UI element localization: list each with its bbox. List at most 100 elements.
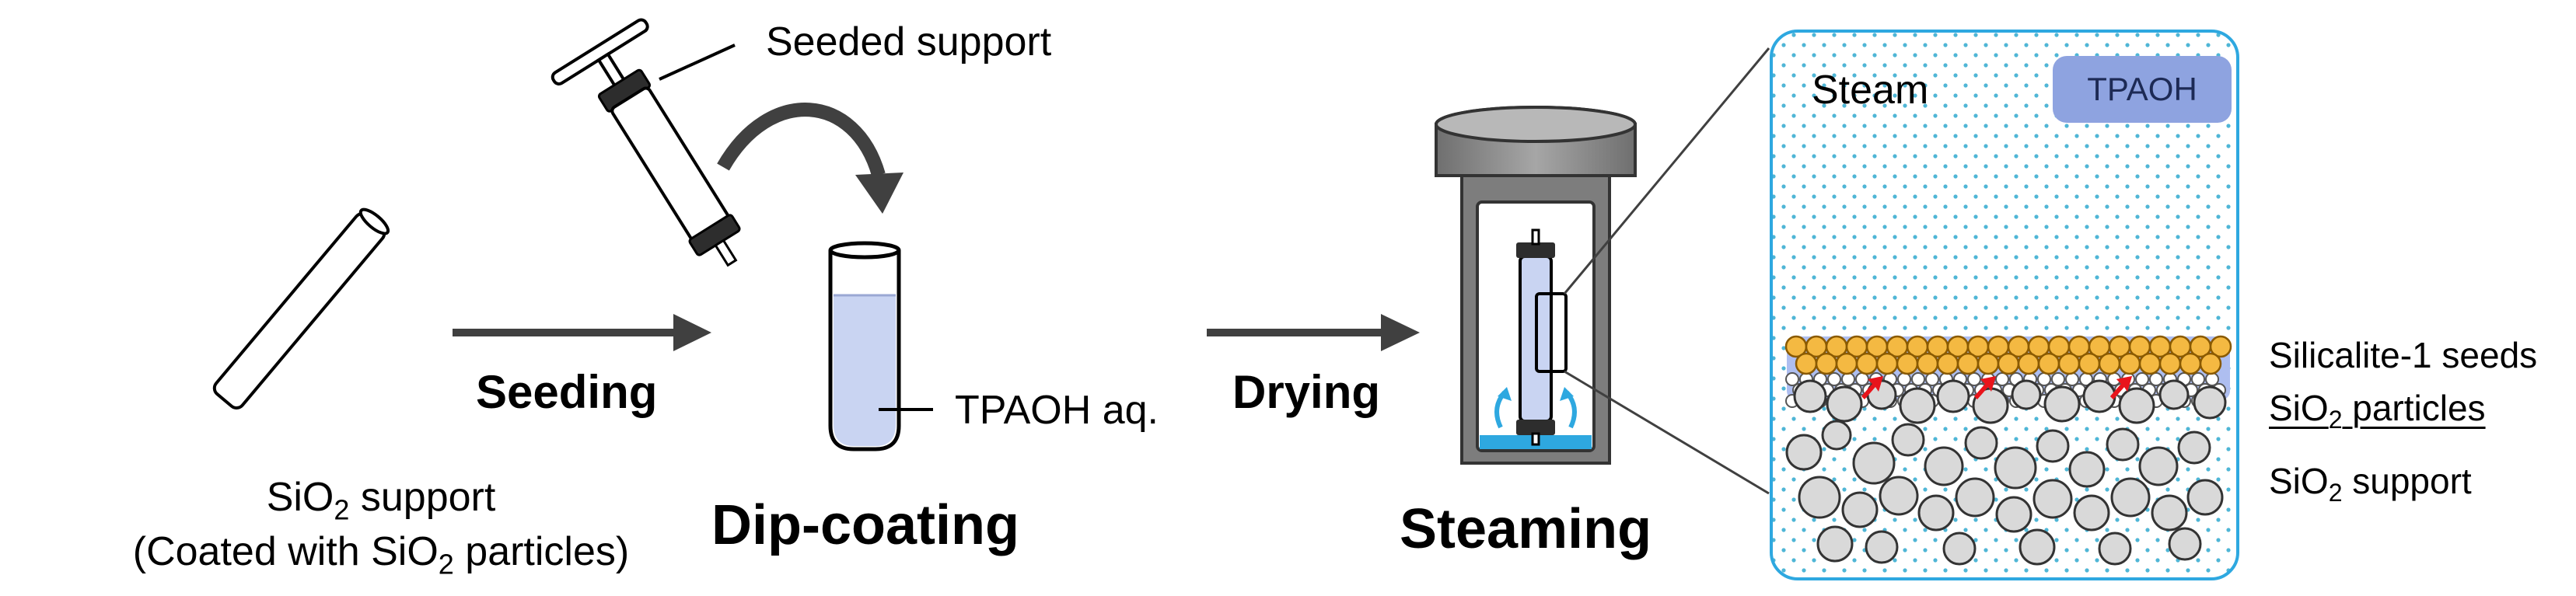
tpaoh-liquid <box>834 295 896 446</box>
support-particle <box>1841 491 1879 528</box>
support-particle <box>1879 476 1919 516</box>
support-particle <box>1826 385 1863 423</box>
small-silica-particle <box>1967 372 1981 386</box>
support-particle <box>2118 387 2155 424</box>
support-particle <box>2151 494 2188 532</box>
silicalite-seed <box>1916 352 1939 375</box>
support-particle <box>1816 525 1854 563</box>
support-particle <box>1942 532 1977 566</box>
magnified-panel <box>1770 30 2239 580</box>
small-silica-particle <box>1855 372 1869 386</box>
silicalite-seed <box>2098 352 2121 375</box>
support-particle <box>2068 451 2106 488</box>
silicalite-seeds-label: Silicalite-1 seeds <box>2269 335 2538 375</box>
support-particle <box>2193 385 2227 420</box>
support-particle <box>1793 379 1827 413</box>
dip-coating-tube <box>828 241 901 451</box>
tpaoh-aq-label: TPAOH aq. <box>955 388 1159 433</box>
silicalite-seed <box>1855 352 1879 375</box>
support-particle <box>1865 530 1899 564</box>
small-silica-particle <box>2191 372 2205 386</box>
support-particle <box>1917 494 1955 532</box>
support-particle <box>1891 423 1925 457</box>
small-silica-particle <box>1925 372 1939 386</box>
drying-label: Drying <box>1232 366 1381 418</box>
silicalite-seed <box>1956 352 1980 375</box>
support-particle <box>2158 379 2190 410</box>
silicalite-seed <box>1875 352 1899 375</box>
support-particle <box>1936 379 1970 413</box>
support-particle <box>2036 429 2070 463</box>
support-particle <box>2098 532 2132 566</box>
silicalite-seed <box>2209 335 2232 358</box>
silicalite-seed <box>2179 352 2202 375</box>
support-particle <box>1955 477 1995 518</box>
tpaoh-box: TPAOH <box>2053 56 2232 123</box>
diffusion-arrow <box>2110 376 2132 399</box>
zoom-window <box>1535 292 1568 373</box>
small-silica-particle <box>2205 372 2219 386</box>
support-particle <box>1964 426 1998 460</box>
silicalite-seed <box>1835 352 1858 375</box>
support-particle <box>2186 479 2224 516</box>
support-particle <box>2168 527 2202 561</box>
small-silica-particle <box>1995 372 2009 386</box>
small-silica-particle <box>2149 372 2163 386</box>
bare-support-tube <box>212 207 390 410</box>
small-silica-particle <box>2135 372 2149 386</box>
silicalite-seed <box>1997 352 2020 375</box>
support-particle <box>1899 387 1936 424</box>
support-particle <box>1852 441 1896 485</box>
small-silica-particle <box>2065 372 2079 386</box>
sio2-coated-caption: (Coated with SiO2 particles) <box>132 529 630 580</box>
sio2-particles-label: SiO2 particles <box>2269 388 2486 434</box>
silicalite-seed <box>1815 352 1838 375</box>
diffusion-arrow <box>1974 376 1996 399</box>
seeding-label: Seeding <box>476 366 658 418</box>
sio2-support-caption: SiO2 support <box>266 475 496 526</box>
support-particle <box>2138 446 2179 486</box>
steam-label: Steam <box>1812 68 1929 113</box>
support-particle <box>1924 446 1964 486</box>
support-particle <box>2106 427 2140 462</box>
diffusion-arrow <box>1861 376 1883 399</box>
small-silica-particle <box>1841 372 1855 386</box>
silicalite-seed <box>2037 352 2060 375</box>
silicalite-seed <box>2118 352 2141 375</box>
drying-arrow-head <box>1381 314 1420 351</box>
silicalite-seed <box>2017 352 2040 375</box>
silicalite-seed <box>2138 352 2162 375</box>
support-particle <box>1994 446 2037 490</box>
seeding-arrow-head <box>673 314 711 351</box>
small-silica-particle <box>1785 372 1799 386</box>
support-particle <box>2043 385 2081 423</box>
small-silica-particle <box>1897 372 1911 386</box>
steaming-label: Steaming <box>1400 498 1652 560</box>
silicalite-seed <box>1795 352 1818 375</box>
support-particle <box>2110 477 2151 518</box>
silicalite-seed <box>2057 352 2081 375</box>
support-particle <box>2032 479 2073 519</box>
small-silica-particle <box>2037 372 2051 386</box>
support-particle <box>1821 420 1852 451</box>
support-particle <box>2073 494 2110 532</box>
support-particle <box>2019 528 2056 566</box>
silicalite-seed <box>2158 352 2182 375</box>
silicalite-seed <box>1936 352 1959 375</box>
silicalite-seed <box>1896 352 1919 375</box>
seeded-support-label: Seeded support <box>766 19 1052 64</box>
sio2-support-label: SiO2 support <box>2269 461 2472 507</box>
support-particle <box>1995 496 2032 533</box>
curved-arrow <box>717 103 886 177</box>
silicalite-seed <box>2199 352 2222 375</box>
support-particle <box>1798 476 1841 519</box>
support-particle <box>2177 430 2211 465</box>
silicalite-seed <box>2078 352 2101 375</box>
small-silica-particle <box>1827 372 1841 386</box>
silicalite-seed <box>1977 352 2000 375</box>
seeded-support-holder <box>551 18 741 267</box>
zoom-line-bottom <box>1564 370 1770 495</box>
curved-arrow-head <box>855 173 904 214</box>
dip-coating-label: Dip-coating <box>711 494 1019 556</box>
